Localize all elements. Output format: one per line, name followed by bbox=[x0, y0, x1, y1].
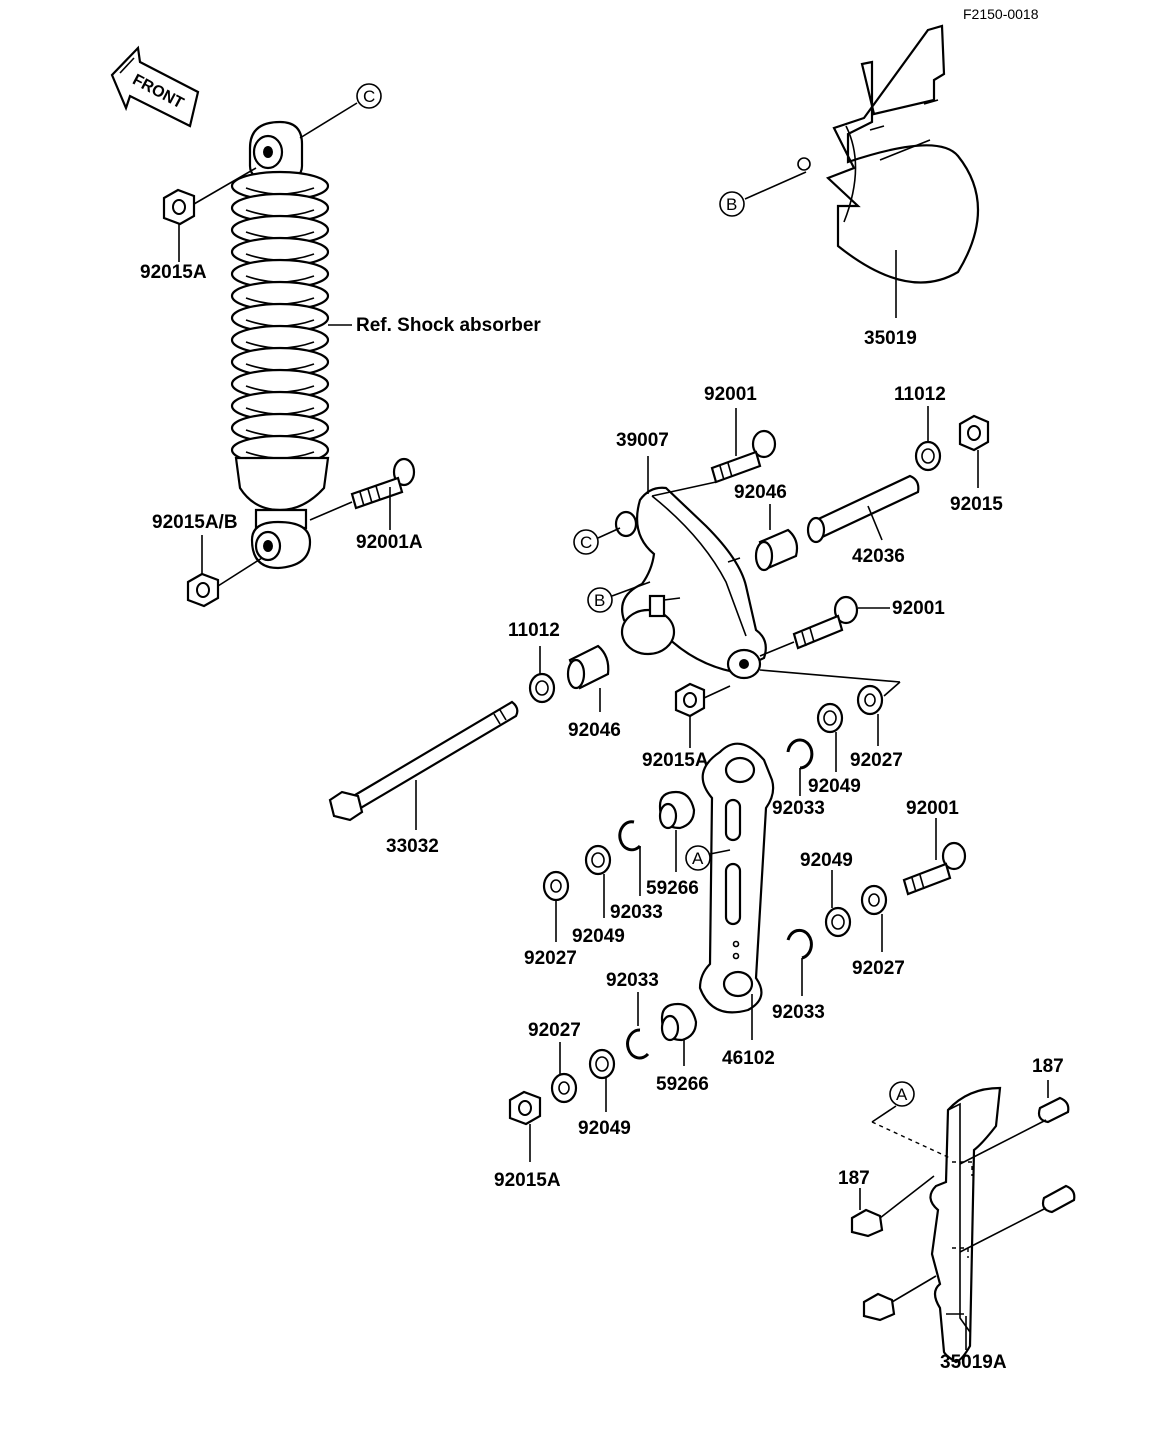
label-92049-r2: 92049 bbox=[800, 850, 853, 871]
circlip-92033-r1 bbox=[786, 738, 814, 796]
label-187-a: 187 bbox=[1032, 1056, 1064, 1077]
bushing-92049-b bbox=[588, 1048, 616, 1112]
label-35019A: 35019A bbox=[940, 1352, 1007, 1373]
svg-text:A: A bbox=[896, 1085, 908, 1104]
bolt-187-a2 bbox=[959, 1184, 1076, 1253]
bolt-92001-mid bbox=[759, 595, 890, 657]
bolt-92001-low bbox=[902, 818, 967, 896]
label-39007: 39007 bbox=[616, 430, 669, 451]
label-92049-a: 92049 bbox=[572, 926, 625, 947]
washer-92027-b bbox=[550, 1042, 578, 1104]
label-42036: 42036 bbox=[852, 546, 905, 567]
bushing-59266-a bbox=[658, 790, 696, 872]
label-92033-r2: 92033 bbox=[772, 1002, 825, 1023]
seal-11012-mid bbox=[528, 646, 556, 704]
label-92015AB: 92015A/B bbox=[152, 512, 238, 533]
label-92001A: 92001A bbox=[356, 532, 423, 553]
label-92027-a: 92027 bbox=[524, 948, 577, 969]
label-92027-b: 92027 bbox=[528, 1020, 581, 1041]
svg-text:B: B bbox=[726, 195, 737, 214]
nut-92015A-mid bbox=[674, 682, 731, 748]
label-92015A-top: 92015A bbox=[140, 262, 207, 283]
bolt-92001A bbox=[309, 457, 416, 530]
label-92001-top: 92001 bbox=[704, 384, 757, 405]
ref-shock-absorber-label: Ref. Shock absorber bbox=[356, 315, 541, 336]
label-92015A-low: 92015A bbox=[494, 1170, 561, 1191]
label-92033-a: 92033 bbox=[610, 902, 663, 923]
label-11012-mid: 11012 bbox=[508, 620, 560, 641]
callout-b-mid bbox=[587, 587, 613, 613]
nut-92015AB bbox=[186, 535, 263, 608]
collar-92046-top bbox=[754, 504, 799, 572]
label-92046-mid: 92046 bbox=[568, 720, 621, 741]
guard-35019A bbox=[929, 1086, 1002, 1364]
label-46102: 46102 bbox=[722, 1048, 775, 1069]
label-92027-r1: 92027 bbox=[850, 750, 903, 771]
figure-code: F2150-0018 bbox=[963, 6, 1039, 22]
shaft-33032 bbox=[328, 700, 519, 830]
callout-b-top bbox=[719, 191, 745, 217]
label-33032: 33032 bbox=[386, 836, 439, 857]
label-92001-low: 92001 bbox=[906, 798, 959, 819]
label-92015A-mid: 92015A bbox=[642, 750, 709, 771]
svg-text:C: C bbox=[580, 533, 592, 552]
sleeve-42036 bbox=[806, 474, 920, 544]
circlip-92033-a bbox=[618, 820, 642, 896]
nut-92015A-top bbox=[162, 167, 257, 262]
callout-c-mid bbox=[573, 529, 599, 555]
washer-92027-r2 bbox=[860, 884, 888, 952]
washer-92027-r1 bbox=[856, 684, 884, 746]
callout-a-low bbox=[889, 1081, 915, 1107]
guard-35019 bbox=[797, 24, 980, 318]
label-92033-r1: 92033 bbox=[772, 798, 825, 819]
bushing-92049-a bbox=[584, 844, 612, 918]
label-92033-b: 92033 bbox=[606, 970, 659, 991]
callout-c-top bbox=[356, 83, 382, 109]
bolt-187-a bbox=[959, 1080, 1070, 1165]
bolt-187-b bbox=[850, 1175, 937, 1322]
washer-92027-a bbox=[542, 870, 570, 942]
bushing-59266-b bbox=[660, 1002, 698, 1066]
label-59266-a: 59266 bbox=[646, 878, 699, 899]
label-92001-mid: 92001 bbox=[892, 598, 945, 619]
bolt-92001-top bbox=[651, 408, 777, 497]
front-arrow-icon: FRONT bbox=[110, 45, 200, 128]
label-92015-right: 92015 bbox=[950, 494, 1003, 515]
shock-absorber-drawing bbox=[230, 120, 330, 570]
label-92046-top: 92046 bbox=[734, 482, 787, 503]
label-92027-r2: 92027 bbox=[852, 958, 905, 979]
circlip-92033-b bbox=[626, 992, 650, 1060]
nut-92015-right bbox=[958, 414, 990, 488]
svg-text:B: B bbox=[594, 591, 605, 610]
label-59266-b: 59266 bbox=[656, 1074, 709, 1095]
callout-a-mid bbox=[685, 845, 711, 871]
svg-text:C: C bbox=[363, 87, 375, 106]
label-187-b: 187 bbox=[838, 1168, 870, 1189]
seal-11012-top bbox=[914, 406, 942, 472]
rocker-arm-39007 bbox=[614, 456, 767, 680]
bushing-92049-r1 bbox=[816, 702, 844, 772]
label-92049-r1: 92049 bbox=[808, 776, 861, 797]
collar-92046-mid bbox=[566, 644, 610, 712]
label-92049-b: 92049 bbox=[578, 1118, 631, 1139]
circlip-92033-r2 bbox=[786, 928, 813, 996]
label-35019: 35019 bbox=[864, 328, 917, 349]
svg-text:A: A bbox=[692, 849, 704, 868]
bushing-92049-r2 bbox=[824, 870, 852, 938]
link-46102 bbox=[698, 742, 775, 1040]
label-11012-top: 11012 bbox=[894, 384, 946, 405]
nut-92015A-low bbox=[508, 1090, 542, 1162]
